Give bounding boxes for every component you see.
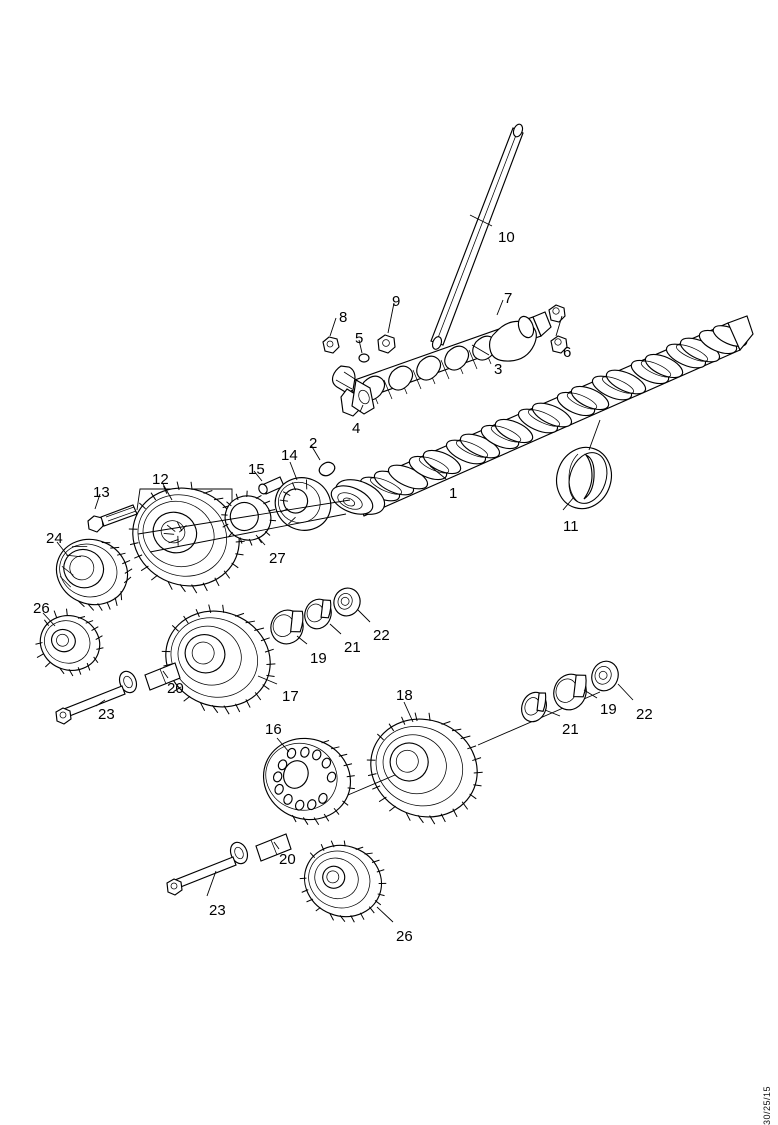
callout-22: 22 <box>373 627 390 644</box>
rocker-shaft-assembly <box>348 299 568 405</box>
callout-5: 5 <box>355 330 364 347</box>
woodruff-key <box>310 444 336 477</box>
callout-4: 4 <box>352 420 361 437</box>
gear-12 <box>128 481 245 594</box>
callout-1: 1 <box>449 485 458 502</box>
callout-26: 26 <box>33 600 50 617</box>
gear-24 <box>55 538 133 611</box>
callout-23: 23 <box>98 706 115 723</box>
callout-19b: 19 <box>600 701 617 718</box>
callout-8: 8 <box>339 309 348 326</box>
callout-10: 10 <box>498 229 515 246</box>
diagram-canvas: 1 2 3 4 5 6 7 8 9 10 11 12 13 14 15 16 1… <box>33 123 772 1125</box>
callout-20b: 20 <box>279 851 296 868</box>
gear-26-lower <box>299 840 394 923</box>
parts-drawing <box>35 123 754 923</box>
callout-11: 11 <box>563 518 579 535</box>
callout-3: 3 <box>494 361 503 378</box>
callout-21: 21 <box>344 639 361 656</box>
callout-9: 9 <box>392 293 401 310</box>
idler-shaft-20-lower <box>166 833 292 897</box>
callout-20: 20 <box>167 680 184 697</box>
dowel-15 <box>253 470 285 495</box>
perforated-gear-16 <box>262 737 355 825</box>
push-rod-part <box>430 123 524 350</box>
callout-23b: 23 <box>209 902 226 919</box>
gear-18 <box>366 701 483 825</box>
gear-17 <box>161 604 278 715</box>
callout-17: 17 <box>282 688 299 705</box>
callout-19: 19 <box>310 650 327 667</box>
ring-27 <box>221 490 277 546</box>
callout-12: 12 <box>152 471 169 488</box>
callout-2: 2 <box>309 435 318 452</box>
callout-15: 15 <box>248 461 265 478</box>
idler-shaft-20-upper <box>55 662 181 725</box>
bushing-set-lower <box>521 660 634 723</box>
nut-6-lower <box>550 335 568 354</box>
callout-7: 7 <box>504 290 513 307</box>
callout-13: 13 <box>93 484 110 501</box>
callout-22b: 22 <box>636 706 653 723</box>
callout-27: 27 <box>269 550 286 567</box>
callout-26b: 26 <box>396 928 413 945</box>
callout-24: 24 <box>46 530 63 547</box>
hub-14 <box>274 461 332 531</box>
callout-18: 18 <box>396 687 413 704</box>
drawing-watermark: 30/25/15 <box>762 1086 772 1125</box>
callout-16: 16 <box>265 721 282 738</box>
nut-6-upper <box>548 304 566 323</box>
bearing-shell-11 <box>556 419 612 511</box>
bushing-19-set <box>270 587 371 645</box>
gear-26-left <box>35 608 104 677</box>
rocker-bracket <box>331 365 375 417</box>
callout-21b: 21 <box>562 721 579 738</box>
callout-14: 14 <box>281 447 298 464</box>
camshaft <box>310 315 754 517</box>
callout-6: 6 <box>563 344 572 361</box>
small-fasteners <box>322 302 396 363</box>
